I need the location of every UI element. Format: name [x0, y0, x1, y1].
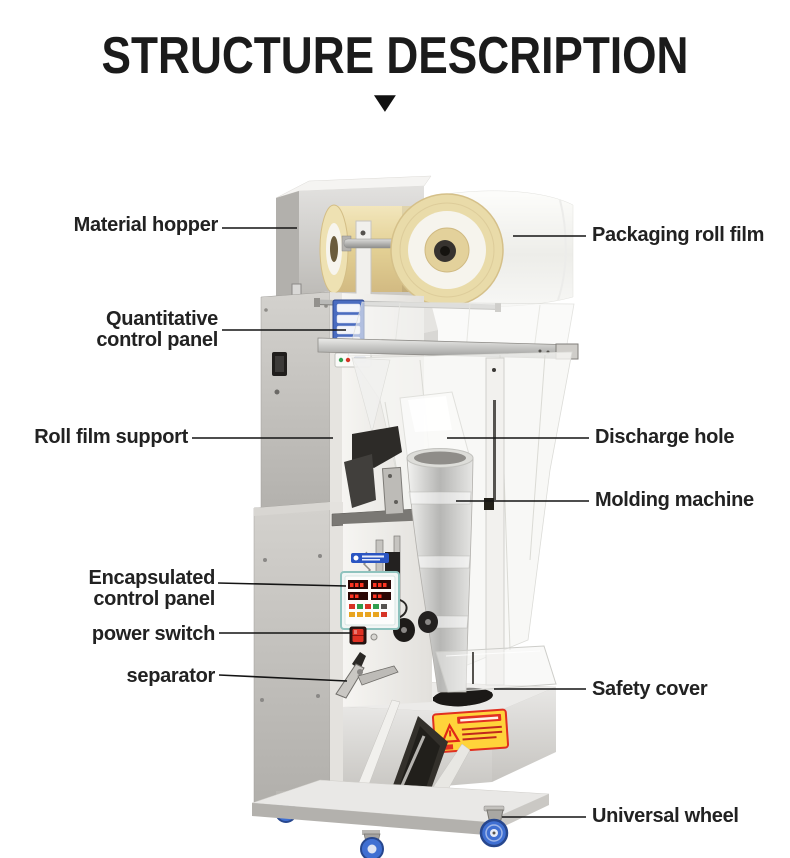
label-encapsulated-control-panel: Encapsulated control panel — [88, 567, 216, 610]
safety-cover-part — [435, 645, 557, 693]
label-power-switch: power switch — [91, 623, 215, 645]
molding-machine-part — [406, 448, 492, 707]
warning-sticker — [431, 708, 510, 754]
label-molding-machine: Molding machine — [595, 489, 754, 511]
label-separator: separator — [126, 665, 216, 687]
machine-lower-cabinet — [253, 501, 343, 815]
connector-lines — [192, 227, 589, 818]
frame-bar — [484, 357, 505, 686]
label-material-hopper: Material hopper — [73, 214, 219, 236]
page-title: STRUCTURE DESCRIPTION — [101, 27, 689, 85]
label-safety-cover: Safety cover — [592, 678, 708, 700]
brand-logo — [351, 553, 389, 563]
packaging-film-roll-part — [390, 190, 574, 308]
universal-wheel-right — [479, 805, 509, 848]
machine-upper-column — [260, 291, 342, 531]
label-roll-film-support: Roll film support — [34, 426, 188, 448]
discharge-hole-part — [399, 391, 471, 463]
label-packaging-roll-film: Packaging roll film — [592, 224, 765, 246]
encapsulated-control-panel-part — [340, 571, 400, 630]
label-discharge-hole: Discharge hole — [595, 426, 735, 448]
label-universal-wheel: Universal wheel — [592, 805, 739, 827]
bag-former-bracket — [344, 426, 405, 516]
down-arrow-icon: ▼ — [366, 86, 404, 119]
label-quantitative-control-panel: Quantitative control panel — [96, 308, 218, 351]
universal-wheel-front-left — [360, 830, 384, 858]
power-switch-part — [349, 626, 378, 645]
separator-part — [335, 652, 399, 699]
